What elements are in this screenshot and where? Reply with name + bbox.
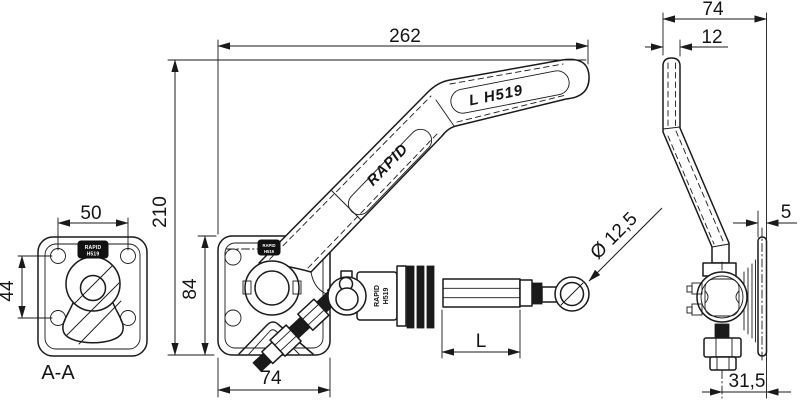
spring-coil [406, 265, 415, 329]
boss-tab-small [686, 285, 693, 293]
side-boss-socket-notches [704, 290, 740, 304]
grip-panel-upper [450, 70, 570, 114]
threaded-stub [714, 323, 730, 339]
side-handle-joint-line [711, 243, 730, 248]
keyhole-bulge [62, 302, 124, 344]
handle-edge-dash [262, 95, 432, 267]
pivot-bore [335, 287, 359, 311]
handle-edge-dash [307, 132, 439, 269]
main-side-view: RAPID L H519 RAPID H519 RAPID H519 [150, 26, 663, 398]
section-view-a-a: RAPID H519 50 44 A-A [0, 203, 148, 384]
eye-ring-diagonal [560, 282, 584, 306]
v-bracket-inner-line [248, 329, 300, 355]
boss-notch-right [292, 280, 302, 295]
eye-diameter-leader [588, 207, 663, 282]
cylinder-model-text: H519 [383, 288, 390, 305]
boss-tab-small [686, 306, 693, 314]
side-boss-outer [696, 271, 748, 323]
keyhole-circle [65, 256, 121, 312]
dim-handle-thickness: 12 [701, 27, 722, 48]
mounting-plate-inner-outline [44, 243, 141, 350]
grip-end-line [330, 189, 362, 221]
spring-coil [416, 265, 425, 329]
body-hole [224, 248, 242, 266]
dim-44-extension-lines [17, 255, 53, 319]
dim-overall-height: 210 [150, 196, 171, 228]
dim-body-height: 84 [180, 278, 201, 300]
center-bore [79, 274, 107, 302]
dim-side-offset: 31,5 [729, 371, 766, 392]
eye-ring-bore [559, 281, 585, 307]
hex-nut-lower-facets [716, 356, 730, 371]
handle-outline [258, 58, 590, 273]
hex-nut-lower [709, 356, 737, 371]
side-handle-outline [662, 57, 730, 264]
mounting-plate-outline [37, 236, 148, 357]
dim-hole-pitch-vertical: 44 [0, 280, 18, 302]
handle-edge-dash [449, 63, 564, 85]
body-hole [224, 309, 242, 327]
handle-link-curve [310, 271, 330, 296]
hex-rod-facets [442, 287, 521, 299]
section-label: A-A [41, 362, 75, 384]
boss-notch-left [242, 280, 252, 295]
side-boss-inner [700, 275, 744, 319]
mount-hole [120, 248, 136, 264]
hex-nut-facets [715, 337, 733, 358]
handle-edge-dash [456, 94, 567, 123]
dim-overall-length: 262 [389, 26, 421, 47]
dim-plate-thickness: 5 [781, 202, 792, 223]
v-bracket-outline [238, 321, 314, 355]
right-side-view: 74 12 5 31,5 [645, 0, 797, 399]
side-handle-dashes [667, 130, 724, 245]
hex-rod [442, 278, 521, 308]
plate-badge-line1: RAPID [262, 243, 275, 248]
plate-badge-line2: H519 [264, 249, 275, 254]
dim-hole-pitch-horizontal: 50 [80, 203, 101, 224]
brand-badge-line1: RAPID [85, 245, 102, 251]
plate-brand-badge [257, 239, 281, 256]
dim-body-width: 74 [260, 368, 282, 389]
dim-side-overall-width: 74 [702, 0, 724, 20]
side-boss-socket [704, 278, 740, 317]
side-handle-bend-line [662, 126, 681, 130]
spring-coil [426, 265, 435, 329]
cylinder-brand-text: RAPID [374, 285, 381, 307]
arm-hatch-lines [66, 265, 122, 345]
brand-badge-line2: H519 [87, 252, 100, 258]
grip-panel-lower [347, 128, 433, 216]
brand-badge [77, 240, 109, 259]
dim-spindle-length: L [476, 331, 487, 352]
rod-collar [519, 279, 533, 307]
hex-nut-side [703, 337, 742, 358]
handle-bend-line [435, 99, 455, 127]
rod-thread-band [531, 282, 543, 305]
handle-boss-bore [254, 270, 290, 306]
side-handle-dashes [667, 62, 676, 128]
mount-hole [50, 248, 66, 264]
cylinder-flange [396, 265, 407, 327]
